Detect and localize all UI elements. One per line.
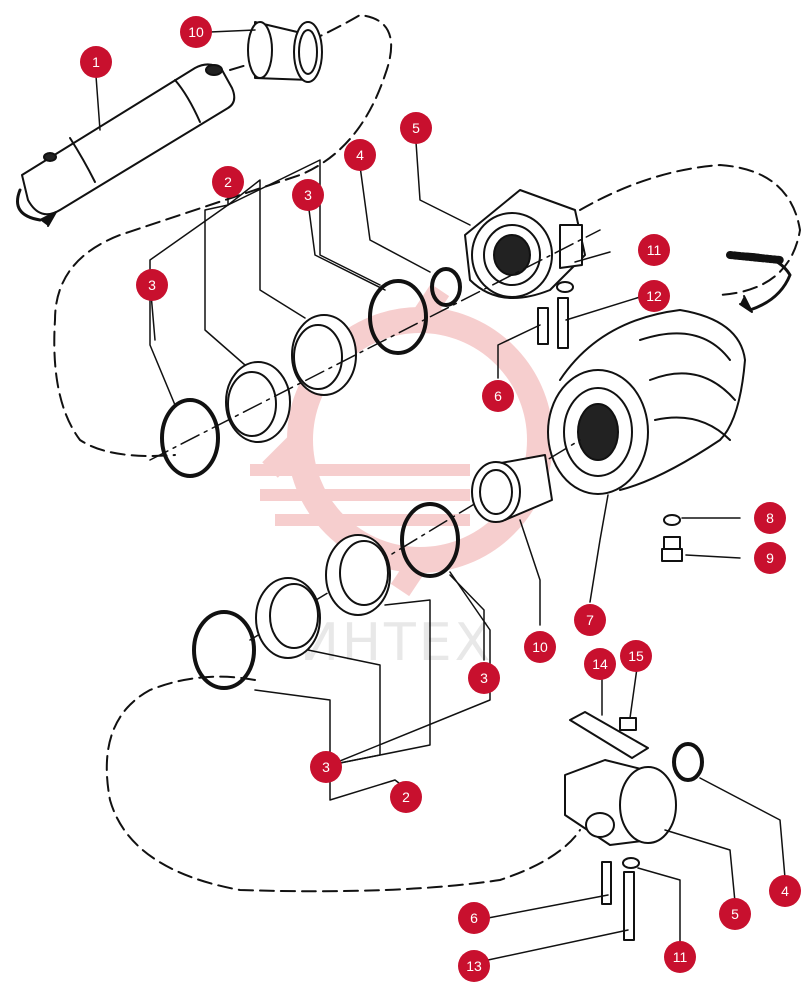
callout-marker-2[interactable]: 2 [390,781,422,813]
callout-marker-14[interactable]: 14 [584,648,616,680]
callout-number: 10 [532,639,548,655]
callout-marker-3[interactable]: 3 [136,269,168,301]
callout-number: 14 [592,656,608,672]
watermark-text: ИНТЕХ [300,613,493,673]
callout-marker-5[interactable]: 5 [400,112,432,144]
callout-number: 1 [92,54,100,70]
callout-number: 6 [470,910,478,926]
callout-number: 7 [586,612,594,628]
callout-marker-8[interactable]: 8 [754,502,786,534]
callout-marker-11[interactable]: 11 [638,234,670,266]
callout-marker-9[interactable]: 9 [754,542,786,574]
assembly-path-upper [53,14,393,457]
washer-lower [622,857,640,869]
seal-ring-3b [160,398,220,478]
roller-part [547,309,746,495]
housing-upper [464,189,586,299]
seal-ring-3a [368,279,428,355]
callout-number: 6 [494,388,502,404]
callout-number: 2 [224,174,232,190]
callout-marker-5[interactable]: 5 [719,898,751,930]
callout-number: 4 [356,147,364,163]
callout-number: 13 [466,958,482,974]
callout-number: 3 [322,759,330,775]
callout-number: 15 [628,648,644,664]
callout-marker-6[interactable]: 6 [458,902,490,934]
bushing-upper [247,21,323,83]
callout-number: 3 [304,187,312,203]
callout-marker-7[interactable]: 7 [574,604,606,636]
callout-marker-10[interactable]: 10 [180,16,212,48]
assembly-path-lower [105,675,581,893]
bolt-lower [623,871,635,941]
callout-marker-2[interactable]: 2 [212,166,244,198]
callout-number: 2 [402,789,410,805]
housing-lower [564,759,677,846]
washer-upper [556,281,574,293]
seal-collar-upper-b [225,361,291,443]
bolt-upper [557,297,569,349]
callout-marker-13[interactable]: 13 [458,950,490,982]
seal-ring-3c [400,502,460,578]
callout-marker-3[interactable]: 3 [468,662,500,694]
assembly-path-right [579,164,801,296]
callout-marker-3[interactable]: 3 [292,179,324,211]
seal-collar-lower-a [325,534,391,616]
callout-number: 8 [766,510,774,526]
nut-part-15 [619,717,637,731]
callout-number: 5 [412,120,420,136]
o-ring-upper [430,267,462,307]
callout-number: 11 [647,242,662,258]
callout-number: 4 [781,883,789,899]
washer-part-8 [663,514,681,526]
bolt-part-9 [661,536,683,562]
callout-number: 9 [766,550,774,566]
callout-number: 3 [148,277,156,293]
bushing-lower [471,454,553,523]
callout-marker-1[interactable]: 1 [80,46,112,78]
callout-marker-3[interactable]: 3 [310,751,342,783]
callout-marker-4[interactable]: 4 [769,875,801,907]
callout-number: 12 [646,288,662,304]
callout-marker-15[interactable]: 15 [620,640,652,672]
callout-marker-12[interactable]: 12 [638,280,670,312]
callout-number: 3 [480,670,488,686]
callout-number: 10 [188,24,204,40]
callout-marker-4[interactable]: 4 [344,139,376,171]
callout-marker-10[interactable]: 10 [524,631,556,663]
callout-marker-6[interactable]: 6 [482,380,514,412]
seal-ring-3d [192,610,256,690]
o-ring-lower [672,742,704,782]
seal-collar-lower-b [255,577,321,659]
callout-number: 11 [673,949,688,965]
shaft-part [16,63,236,227]
callout-number: 5 [731,906,739,922]
lock-plate-part-14 [569,711,649,759]
seal-collar-upper-a [291,314,357,396]
callout-marker-11[interactable]: 11 [664,941,696,973]
pin-lower [601,861,612,905]
